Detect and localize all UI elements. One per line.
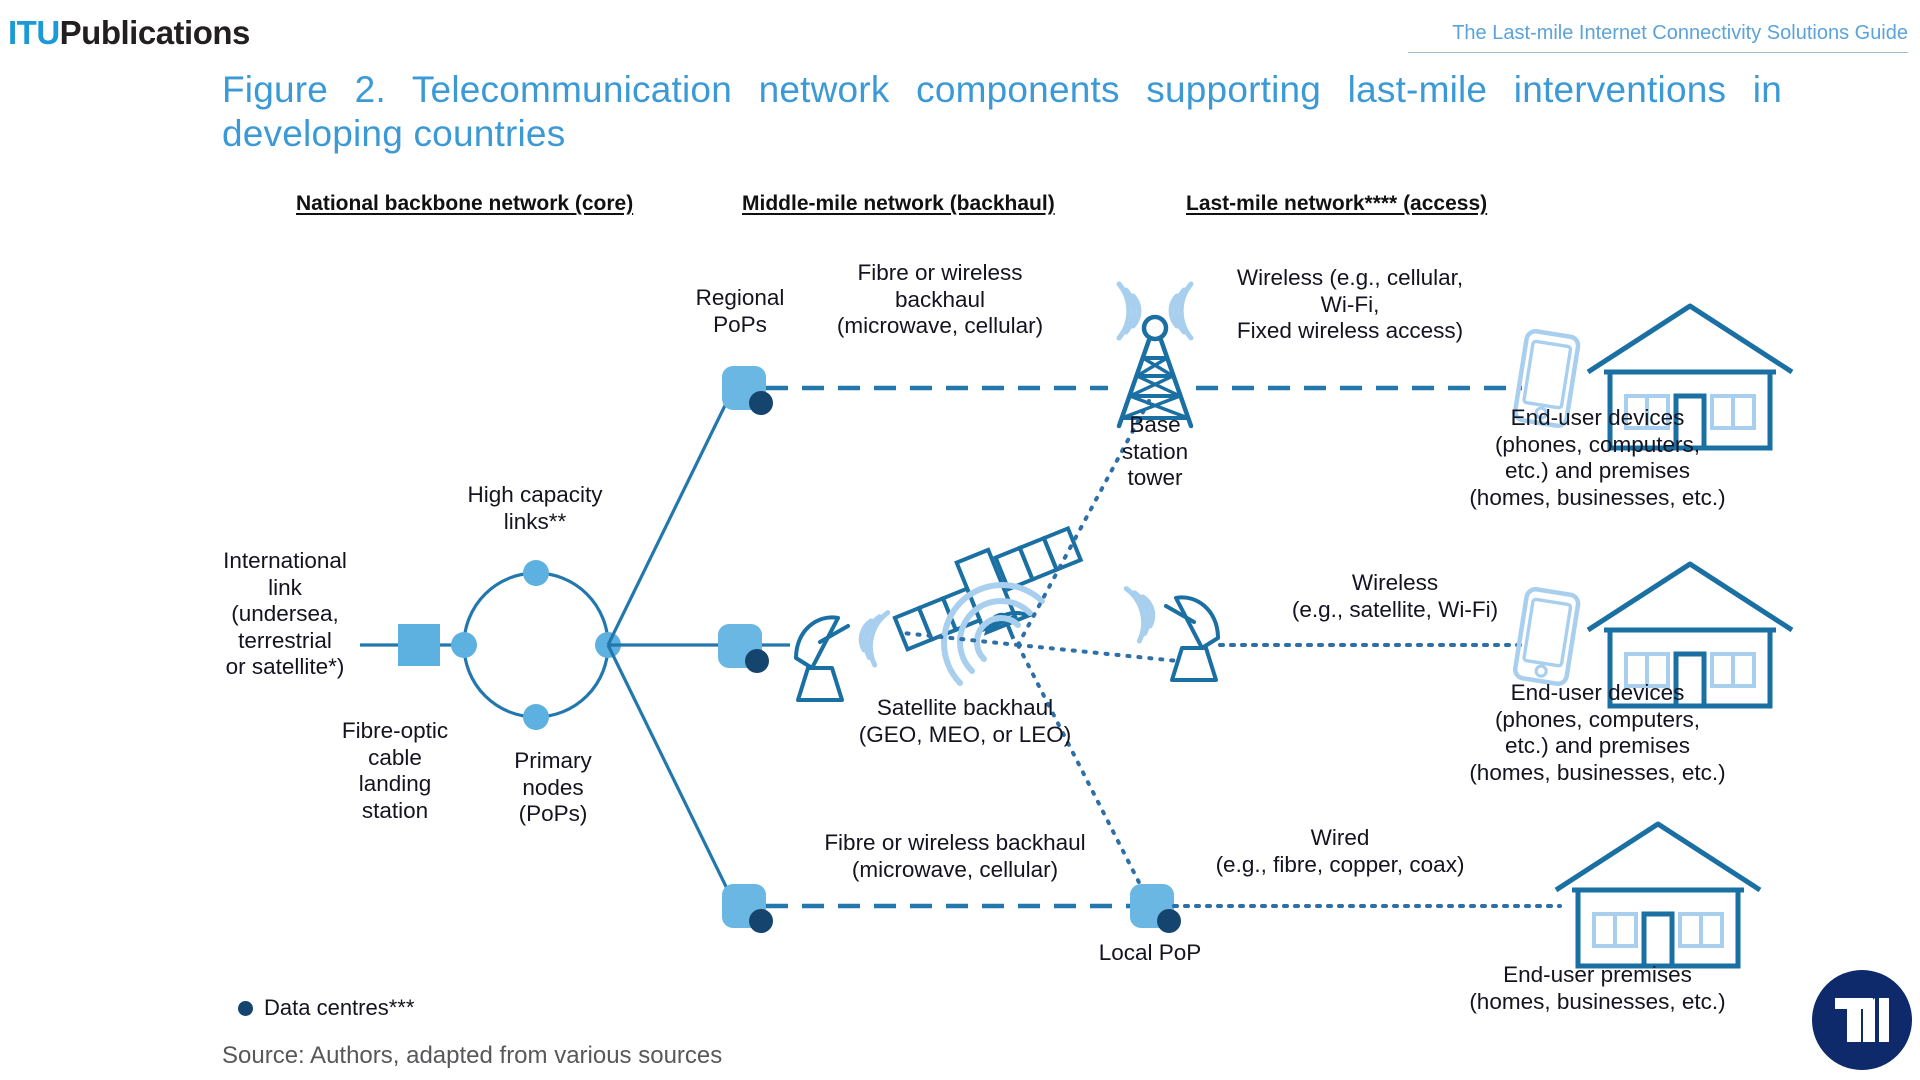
header-divider xyxy=(1408,52,1908,53)
satellite-uplink-dish-icon xyxy=(794,608,888,702)
document-title: The Last-mile Internet Connectivity Solu… xyxy=(1452,22,1908,44)
satellite-beam-to-local-pop xyxy=(1016,643,1150,902)
label-base-station-tower: Base station tower xyxy=(1121,412,1189,491)
house-icon-bottom xyxy=(1554,821,1762,969)
smartphone-icon-top xyxy=(1512,329,1581,428)
data-centre-dot-icon xyxy=(238,1000,253,1016)
satellite-icon xyxy=(892,525,1084,652)
primary-node-top xyxy=(523,560,549,586)
label-backhaul-top: Fibre or wireless backhaul (microwave, c… xyxy=(836,260,1044,339)
section-header-middle: Middle-mile network (backhaul) xyxy=(742,192,1055,215)
label-high-capacity-links: High capacity links** xyxy=(467,482,603,534)
brand-itu: ITU xyxy=(8,14,60,51)
section-header-core: National backbone network (core) xyxy=(296,192,634,215)
label-landing-station: Fibre-optic cable landing station xyxy=(341,718,449,823)
primary-node-left xyxy=(451,632,477,658)
core-to-regional-pop-bottom-link xyxy=(606,644,737,906)
figure-title: Figure 2. Telecommunication network comp… xyxy=(222,69,1782,154)
itu-logo-glyph xyxy=(1835,998,1889,1042)
label-international-link: International link (undersea, terrestria… xyxy=(223,548,347,680)
base-station-tower-icon xyxy=(1119,284,1191,429)
regional-pop-top-icon xyxy=(722,366,773,415)
label-access-wired: Wired (e.g., fibre, copper, coax) xyxy=(1215,825,1465,877)
house-icon-top xyxy=(1586,303,1794,451)
label-end-user-bottom: End-user premises (homes, businesses, et… xyxy=(1469,962,1726,1014)
legend-data-centres: Data centres*** xyxy=(238,995,414,1021)
primary-node-bottom xyxy=(523,704,549,730)
satellite-beam-to-base-station xyxy=(1016,397,1152,647)
legend-label: Data centres*** xyxy=(264,995,415,1020)
label-end-user-top: End-user devices (phones, computers, etc… xyxy=(1469,405,1726,510)
core-to-regional-pop-top-link xyxy=(606,384,737,646)
label-backhaul-bottom: Fibre or wireless backhaul (microwave, c… xyxy=(824,830,1086,882)
itu-circle-logo xyxy=(1812,970,1912,1070)
vsat-receive-dish-icon xyxy=(1126,584,1220,682)
regional-pop-mid-icon xyxy=(718,624,769,673)
label-end-user-mid: End-user devices (phones, computers, etc… xyxy=(1469,680,1726,785)
label-access-wireless-top: Wireless (e.g., cellular, Wi-Fi, Fixed w… xyxy=(1236,265,1464,344)
label-access-wireless-mid: Wireless (e.g., satellite, Wi-Fi) xyxy=(1291,570,1499,622)
label-satellite-backhaul: Satellite backhaul (GEO, MEO, or LEO) xyxy=(858,695,1072,747)
satellite-beam-to-vsat-dish xyxy=(1016,643,1180,663)
brand-publications: Publications xyxy=(59,14,251,51)
label-local-pop: Local PoP xyxy=(1098,940,1202,965)
cable-landing-station-icon xyxy=(398,624,440,666)
smartphone-icon-mid xyxy=(1512,587,1581,686)
house-icon-mid xyxy=(1586,561,1794,709)
label-primary-nodes: Primary nodes (PoPs) xyxy=(514,748,592,827)
satellite-beam-to-uplink-dish xyxy=(901,631,1020,647)
satellite-signal-waves xyxy=(941,582,1045,686)
section-header-last: Last-mile network**** (access) xyxy=(1186,192,1488,215)
label-regional-pops: Regional PoPs xyxy=(695,285,785,337)
itu-publications-logo: ITUPublications xyxy=(8,14,250,52)
source-note: Source: Authors, adapted from various so… xyxy=(222,1042,723,1069)
core-ring xyxy=(462,571,610,719)
local-pop-icon xyxy=(1130,884,1181,933)
regional-pop-bottom-icon xyxy=(722,884,773,933)
